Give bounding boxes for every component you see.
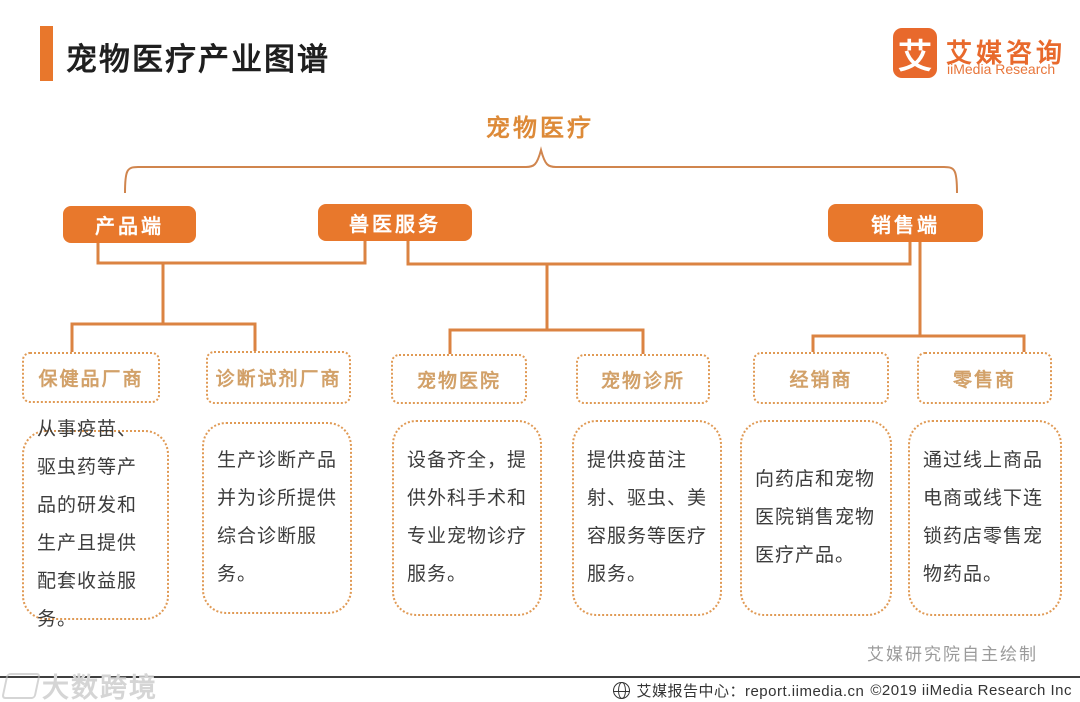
node-distributor: 经销商 bbox=[753, 352, 889, 404]
description-text: 设备齐全，提供外科手术和专业宠物诊疗服务。 bbox=[407, 450, 528, 585]
description-retailer: 通过线上商品电商或线下连锁药店零售宠物药品。 bbox=[908, 420, 1062, 616]
branch-sales-side: 销售端 bbox=[828, 204, 983, 242]
logo-name-en: iiMedia Research bbox=[947, 61, 1056, 77]
description-text: 提供疫苗注射、驱虫、美容服务等医疗服务。 bbox=[587, 450, 708, 585]
description-text: 从事疫苗、驱虫药等产品的研发和生产且提供配套收益服务。 bbox=[37, 419, 138, 630]
node-diagnostic-reagent-manufacturer: 诊断试剂厂商 bbox=[206, 351, 351, 404]
page-title: 宠物医疗产业图谱 bbox=[66, 42, 330, 77]
node-retailer: 零售商 bbox=[917, 352, 1052, 404]
node-pet-hospital: 宠物医院 bbox=[391, 354, 527, 404]
node-healthcare-manufacturer: 保健品厂商 bbox=[22, 352, 160, 403]
root-node-label: 宠物医疗 bbox=[486, 115, 594, 142]
watermark-text: 大数跨境 bbox=[42, 673, 158, 702]
copyright-text: ©2019 iiMedia Research Inc bbox=[870, 682, 1072, 699]
iimedia-logo-icon: 艾 bbox=[893, 28, 937, 78]
description-text: 通过线上商品电商或线下连锁药店零售宠物药品。 bbox=[923, 450, 1044, 585]
title-accent-bar bbox=[40, 26, 53, 81]
node-pet-clinic: 宠物诊所 bbox=[576, 354, 710, 404]
description-pet-clinic: 提供疫苗注射、驱虫、美容服务等医疗服务。 bbox=[572, 420, 722, 616]
description-distributor: 向药店和宠物医院销售宠物医疗产品。 bbox=[740, 420, 892, 616]
logo-glyph: 艾 bbox=[898, 37, 932, 76]
watermark-logo-icon bbox=[1, 672, 41, 699]
report-center-text: 艾媒报告中心：report.iimedia.cn bbox=[636, 683, 865, 700]
footer-credit: 艾媒报告中心：report.iimedia.cn ©2019 iiMedia R… bbox=[613, 680, 1072, 701]
description-text: 生产诊断产品并为诊所提供综合诊断服务。 bbox=[217, 450, 338, 585]
source-note: 艾媒研究院自主绘制 bbox=[867, 645, 1038, 664]
watermark: 大数跨境 bbox=[1, 666, 158, 702]
description-pet-hospital: 设备齐全，提供外科手术和专业宠物诊疗服务。 bbox=[392, 420, 542, 616]
description-healthcare-manufacturer: 从事疫苗、驱虫药等产品的研发和生产且提供配套收益服务。 bbox=[22, 419, 169, 630]
description-diagnostic-reagent-manufacturer: 生产诊断产品并为诊所提供综合诊断服务。 bbox=[202, 422, 352, 614]
description-text: 向药店和宠物医院销售宠物医疗产品。 bbox=[755, 469, 876, 566]
branch-product-side: 产品端 bbox=[63, 206, 196, 243]
footer-divider bbox=[0, 676, 1080, 678]
branch-vet-service: 兽医服务 bbox=[318, 204, 472, 241]
logo-name-cn: 艾媒咨询 bbox=[946, 38, 1067, 68]
globe-icon bbox=[613, 682, 631, 699]
